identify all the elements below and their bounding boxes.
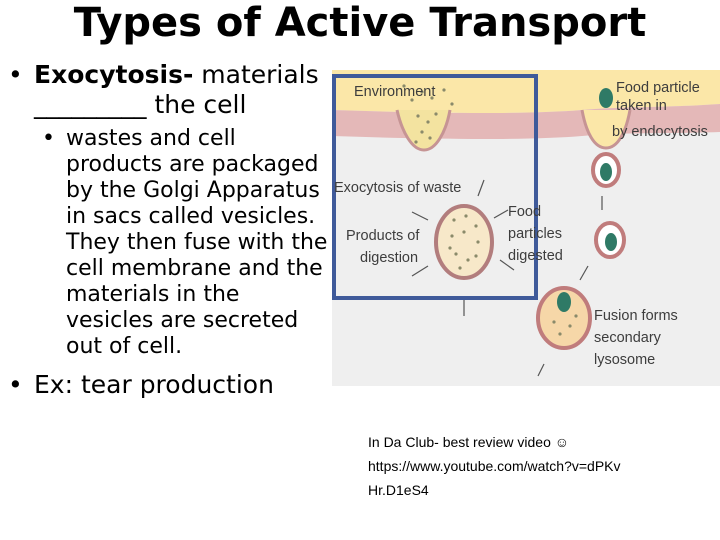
label-fusion-3: lysosome <box>594 352 655 368</box>
diagram-arrows <box>411 179 603 377</box>
video-caption: In Da Club- best review video ☺ https://… <box>368 430 720 502</box>
example-text: Ex: tear production <box>34 370 274 399</box>
label-exocytosis: Exocytosis of waste <box>334 180 461 196</box>
bullet-marker: • <box>8 60 23 89</box>
slide-title: Types of Active Transport <box>73 0 647 46</box>
bullet-exocytosis: • Exocytosis- materials _________ the ce… <box>8 60 330 120</box>
sub-bullet-text: wastes and cell products are packaged by… <box>66 126 328 359</box>
caption-url[interactable]: https://www.youtube.com/watch?v=dPKv <box>368 458 621 474</box>
lysosome-contents <box>552 314 578 336</box>
label-food-digested-1: Food <box>508 204 541 220</box>
vesicle-particle <box>600 163 612 181</box>
caption-url-continued[interactable]: Hr.D1eS4 <box>368 482 429 498</box>
secondary-lysosome <box>536 286 592 350</box>
digestion-vesicle <box>434 204 494 280</box>
released-particles <box>402 84 454 144</box>
label-fusion-2: secondary <box>594 330 662 346</box>
bullet-marker: • <box>8 370 23 399</box>
label-food-particle-3: by endocytosis <box>612 124 708 140</box>
lysosome-particle <box>557 292 571 312</box>
caption-title: In Da Club- best review video ☺ <box>368 434 570 450</box>
label-environment: Environment <box>354 84 435 100</box>
exocytosis-blank: _________ the cell <box>34 90 247 119</box>
bullet-example: • Ex: tear production <box>8 370 330 400</box>
exocytosis-term: Exocytosis- <box>34 60 194 89</box>
food-particle <box>599 88 613 108</box>
vesicle-particle <box>605 233 617 251</box>
highlight-box <box>332 74 538 300</box>
endocytosis-pocket <box>580 109 632 150</box>
label-food-digested-2: particles <box>508 226 562 242</box>
exocytosis-pocket <box>395 109 452 152</box>
label-products-2: digestion <box>360 250 418 266</box>
bullet-list: • Exocytosis- materials _________ the ce… <box>8 60 330 400</box>
digestion-products <box>448 214 480 270</box>
label-food-digested-3: digested <box>508 248 563 264</box>
exocytosis-diagram: Environment Food particle taken in by en… <box>332 70 720 386</box>
sub-bullet-vesicles: • wastes and cell products are packaged … <box>8 126 330 360</box>
label-food-particle-2: taken in <box>616 98 667 114</box>
bullet-marker: • <box>42 126 55 151</box>
label-fusion-1: Fusion forms <box>594 308 678 324</box>
label-products-1: Products of <box>346 228 420 244</box>
exocytosis-definition: materials <box>193 60 319 89</box>
environment-region <box>332 70 720 113</box>
label-food-particle-1: Food particle <box>616 80 700 96</box>
